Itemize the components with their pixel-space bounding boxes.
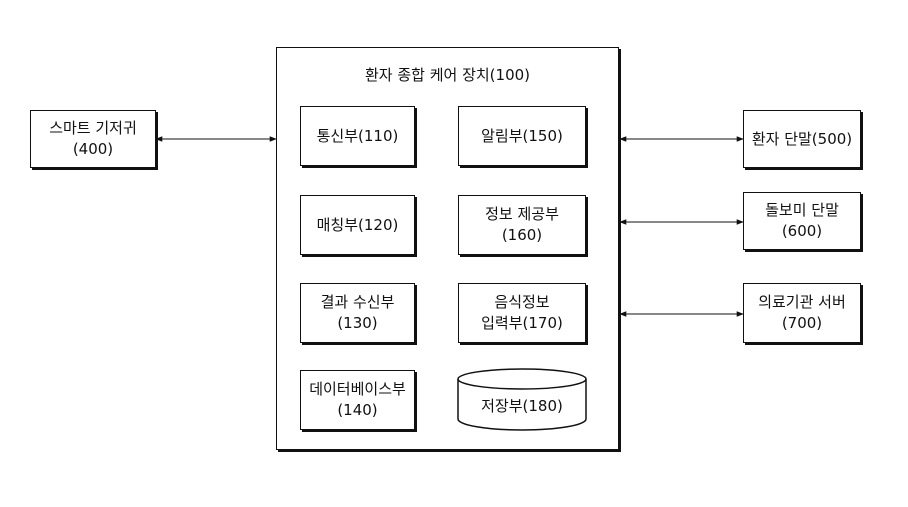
patient-terminal-box: 환자 단말(500): [743, 110, 861, 168]
info-provider-unit-label: 정보 제공부: [485, 205, 559, 223]
container-title: 환자 종합 케어 장치(100): [364, 66, 531, 84]
communication-unit-box: 통신부(110): [300, 106, 415, 166]
result-receiver-unit-box: 결과 수신부 (130): [300, 283, 415, 343]
caregiver-terminal-label: 돌보미 단말: [765, 201, 839, 219]
alarm-unit-label: 알림부(150): [481, 126, 563, 145]
database-unit-code: (140): [337, 401, 378, 419]
matching-unit-label: 매칭부(120): [316, 215, 399, 234]
medical-server-label: 의료기관 서버: [758, 293, 846, 311]
matching-unit-box: 매칭부(120): [300, 195, 415, 255]
smart-device-name: 스마트 기저귀: [49, 119, 137, 137]
result-receiver-unit-code: (130): [337, 314, 378, 332]
food-info-input-unit-box: 음식정보 입력부(170): [458, 283, 586, 343]
storage-cylinder: [457, 368, 587, 431]
food-info-input-unit-label: 음식정보: [494, 293, 550, 311]
medical-server-box: 의료기관 서버 (700): [743, 283, 861, 343]
caregiver-terminal-box: 돌보미 단말 (600): [743, 192, 861, 250]
result-receiver-unit-label: 결과 수신부: [320, 293, 395, 311]
alarm-unit-box: 알림부(150): [458, 106, 586, 166]
patient-terminal-label: 환자 단말(500): [751, 129, 853, 148]
communication-unit-label: 통신부(110): [316, 126, 399, 145]
storage-unit-label: 저장부(180): [481, 397, 563, 415]
database-unit-label: 데이터베이스부: [309, 380, 406, 398]
info-provider-unit-code: (160): [501, 226, 543, 244]
caregiver-terminal-code: (600): [781, 222, 823, 240]
info-provider-unit-box: 정보 제공부 (160): [458, 195, 586, 255]
database-unit-box: 데이터베이스부 (140): [300, 370, 415, 430]
smart-device-code: (400): [72, 140, 114, 158]
medical-server-code: (700): [781, 314, 823, 332]
food-info-input-unit-code: 입력부(170): [481, 314, 563, 332]
smart-device-box: 스마트 기저귀 (400): [30, 110, 156, 168]
